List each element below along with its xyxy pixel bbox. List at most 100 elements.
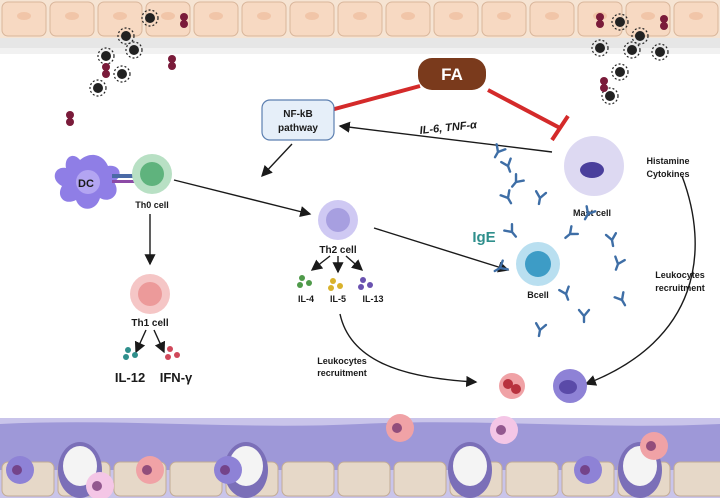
epithelial-nucleus [113,12,127,20]
leukocyte-nucleus [142,465,152,475]
virus-particle [101,51,111,61]
virus-spikes [113,65,131,83]
epithelial-nucleus [545,12,559,20]
virus-particle [605,91,615,101]
tissue-cell [169,461,223,497]
allergen-particle [168,55,176,63]
leuko-right-line2: recruitment [655,283,705,293]
ige-antibody [613,291,627,307]
th0-to-th2-arrow [173,179,312,218]
epithelial-nucleus [497,12,511,20]
allergen-particle [180,20,188,28]
virus-spikes [601,87,619,105]
virus-spikes [125,41,143,59]
virus-spikes [117,27,135,45]
mast-cell: Mast cell Histamine Cytokines [564,136,690,218]
epithelial-nucleus [305,12,319,20]
th2-output-il13: IL-13 [362,294,383,304]
ige-antibodies [493,143,627,338]
ige-antibody [500,157,512,173]
virus-particle [615,17,625,27]
epithelial-nucleus [449,12,463,20]
leukocytes-recruitment-right: Leukocytes recruitment [584,175,705,386]
leuko-right-line1: Leukocytes [655,270,705,280]
tissue-cell [673,461,720,497]
virus-particle [635,31,645,41]
nfkb-line2: pathway [278,123,318,134]
leukocyte-nucleus [92,481,102,491]
b-cell: Bcell [516,242,560,300]
ige-antibody [534,322,548,338]
top-epithelium [0,0,720,54]
virus-particle [93,83,103,93]
epithelial-nucleus [17,12,31,20]
virus-particle [615,67,625,77]
ige-antibody [503,222,518,238]
fa-label: FA [441,65,463,84]
virus-spikes [611,13,629,31]
th0-cell: Th0 cell [132,154,172,210]
allergen-particle [66,111,74,119]
goblet-mucus [63,446,97,486]
allergen-particle [660,22,668,30]
th1-cell: Th1 cell IL-12 IFN-γ [115,274,193,385]
ige-antibody [493,143,507,159]
leukocyte-nucleus [496,425,506,435]
epithelial-nucleus [401,12,415,20]
ige-antibody [564,225,580,240]
ige-antibody [604,232,618,248]
virus-particle [117,69,127,79]
virus-particle [121,31,131,41]
virus-particle [595,43,605,53]
mast-products-line2: Cytokines [646,169,689,179]
virus-spikes [631,27,649,45]
ige-antibody [558,285,570,301]
virus-spikes [141,9,159,27]
th2-output-il4: IL-4 [298,294,314,304]
fa-node: FA [418,58,486,90]
epithelial-nucleus [641,12,655,20]
th0-label: Th0 cell [135,200,169,210]
ige-label: IgE [472,229,495,246]
leukocyte-nucleus [220,465,230,475]
virus-particle [627,45,637,55]
leukocyte-nucleus [392,423,402,433]
bottom-tissue [0,414,720,498]
allergen-particle [596,20,604,28]
mast-products-line1: Histamine [646,156,689,166]
virus-particle [145,13,155,23]
leukocytes-recruitment-left: Leukocytes recruitment [317,313,478,388]
th2-output-il5: IL-5 [330,294,346,304]
allergen-particle [660,15,668,23]
tissue-cell [505,461,559,497]
nfkb-line1: NF-kB [283,109,312,120]
th2-cell: Th2 cell IL-4 IL-5 IL-13 [297,200,384,304]
ige-antibody [493,259,509,273]
virus-particle [129,45,139,55]
epithelial-nucleus [65,12,79,20]
th1-label: Th1 cell [131,318,168,329]
virus-particle [655,47,665,57]
allergen-particles [66,9,669,126]
allergen-particle [600,77,608,85]
goblet-mucus [453,446,487,486]
virus-spikes [611,63,629,81]
tissue-cell [337,461,391,497]
allergen-particle [102,63,110,71]
th2-label: Th2 cell [319,245,356,256]
epithelial-nucleus [689,12,703,20]
nfkb-pathway-node: NF-kB pathway [261,99,335,141]
ige-antibody [510,172,525,188]
virus-spikes [623,41,641,59]
fa-inhibition-mast [487,88,570,142]
cytokine-signal-arrow: IL-6, TNF-α [338,119,553,153]
ige-antibody [583,205,597,221]
dc-label: DC [78,178,94,190]
virus-spikes [651,43,669,61]
allergen-particle [66,118,74,126]
tissue-cell [393,461,447,497]
ige-antibody [577,308,591,324]
allergen-particle [168,62,176,70]
